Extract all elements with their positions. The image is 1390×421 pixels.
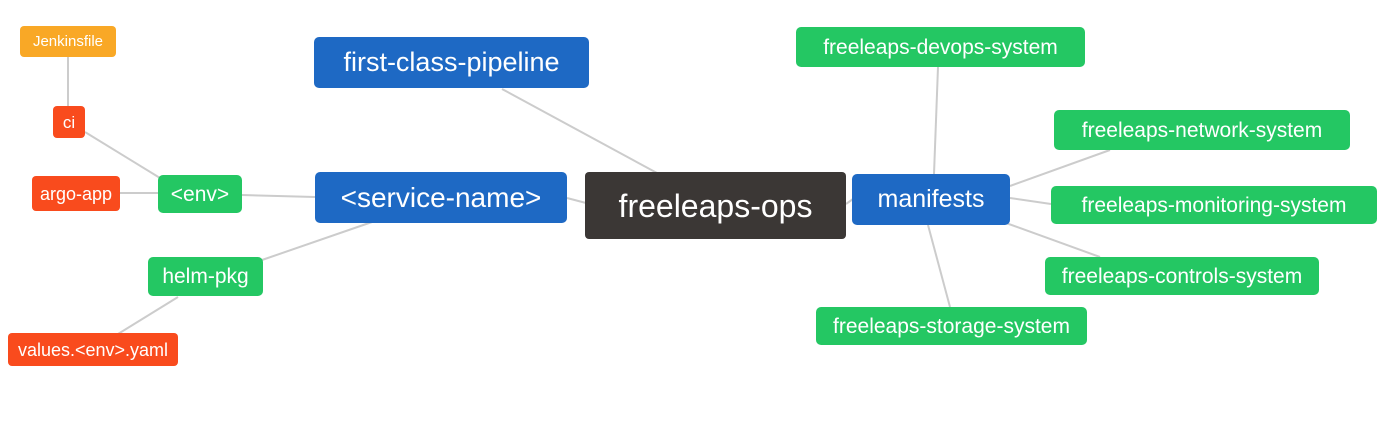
edge-ci-env <box>84 131 161 179</box>
edge-pipeline-freeleaps-ops <box>501 88 658 174</box>
node-service-name[interactable]: <service-name> <box>315 172 567 223</box>
node-helm-pkg[interactable]: helm-pkg <box>148 257 263 296</box>
edge-manifests-storage <box>927 224 951 308</box>
node-ci[interactable]: ci <box>53 106 85 138</box>
node-jenkinsfile[interactable]: Jenkinsfile <box>20 26 116 57</box>
node-values-env-yaml[interactable]: values.<env>.yaml <box>8 333 178 366</box>
edge-values-helm-pkg <box>117 296 179 335</box>
edge-manifests-monitoring <box>1009 197 1052 205</box>
node-storage-system[interactable]: freeleaps-storage-system <box>816 307 1087 345</box>
edge-env-service-name <box>241 194 316 198</box>
edge-helm-pkg-service-name <box>261 221 373 261</box>
node-env[interactable]: <env> <box>158 175 242 213</box>
node-freeleaps-ops[interactable]: freeleaps-ops <box>585 172 846 239</box>
node-first-class-pipeline[interactable]: first-class-pipeline <box>314 37 589 88</box>
edge-manifests-devops <box>933 66 939 175</box>
node-argo-app[interactable]: argo-app <box>32 176 120 211</box>
node-controls-system[interactable]: freeleaps-controls-system <box>1045 257 1319 295</box>
node-monitoring-system[interactable]: freeleaps-monitoring-system <box>1051 186 1377 224</box>
node-manifests[interactable]: manifests <box>852 174 1010 225</box>
node-devops-system[interactable]: freeleaps-devops-system <box>796 27 1085 67</box>
edge-manifests-network <box>1009 149 1111 187</box>
edge-manifests-controls <box>1005 222 1101 258</box>
edge-freeleaps-ops-manifests <box>845 198 854 205</box>
edge-service-freeleaps-ops <box>566 197 587 204</box>
node-network-system[interactable]: freeleaps-network-system <box>1054 110 1350 150</box>
